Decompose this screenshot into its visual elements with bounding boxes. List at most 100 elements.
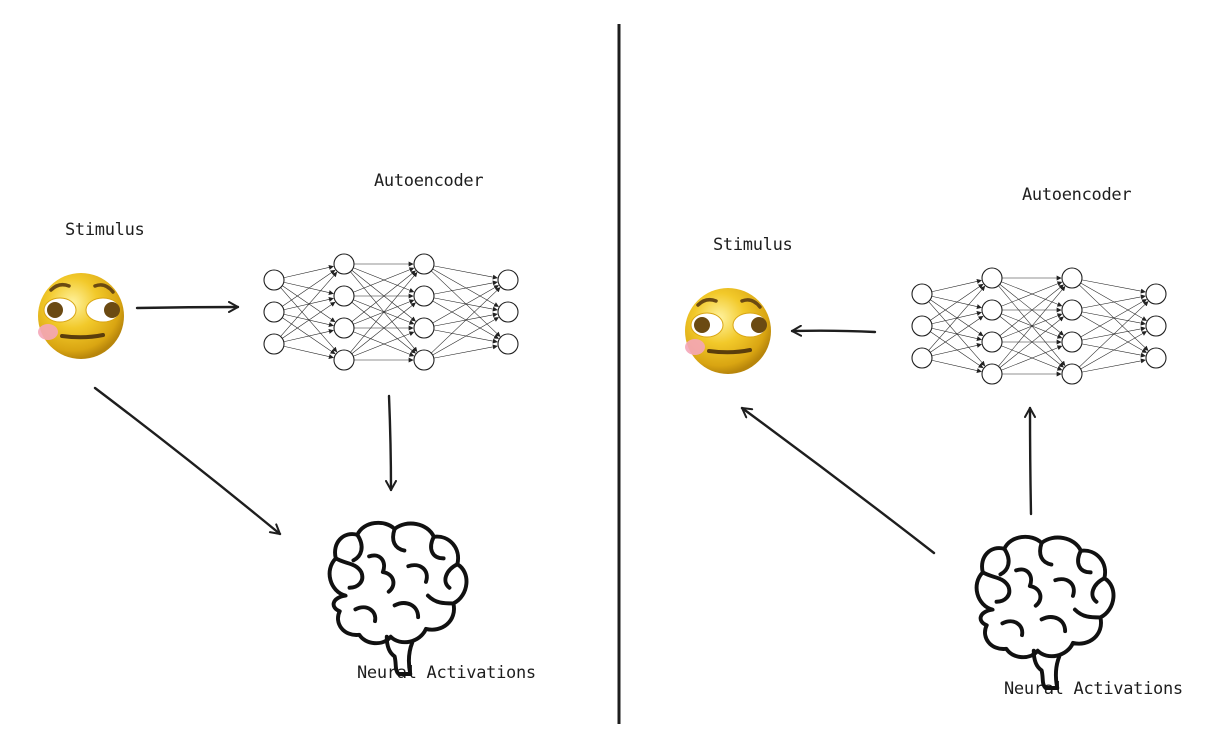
network-node [1145,347,1167,369]
network-connection [931,278,982,293]
network-connection [432,285,499,324]
panel-left: Stimulus Autoencoder Neural Activations [36,171,536,683]
network-connection [930,299,984,337]
network-connection [353,331,415,357]
network-connection [1001,345,1063,371]
network-connection [998,285,1066,367]
network-connection [283,345,334,360]
network-node [263,269,285,291]
network-node [981,331,1003,353]
network-connection [282,317,336,355]
network-connection [432,317,499,356]
network-node [1145,283,1167,305]
network-connection [930,315,984,353]
network-connection [1080,314,1147,353]
network-connection [433,265,498,280]
neural-network-graph [911,267,1167,385]
network-node [263,301,285,323]
network-node [413,253,435,275]
neural-network-icon [911,267,1167,385]
network-connection [283,313,334,328]
network-connection [931,327,982,342]
network-node [333,317,355,339]
brain-icon [327,520,469,676]
network-connection [1001,345,1063,371]
network-node [911,283,933,305]
network-node [333,253,355,275]
network-node [911,347,933,369]
network-connection [928,285,986,351]
network-connection [928,301,986,367]
network-connection [931,310,982,325]
arrow-stimulus-to-activations [93,386,282,536]
network-node [333,285,355,307]
network-connection [433,329,498,344]
network-connection [353,267,415,293]
network-connection [1001,281,1063,307]
arrow-activations-to-autoencoder [1024,406,1037,516]
arrow-autoencoder-to-stimulus [790,324,877,337]
network-connection [999,284,1064,336]
emoji-face-icon [683,286,773,376]
neural-activations-label: Neural Activations [1004,679,1183,699]
network-connection [1080,299,1147,338]
network-node [1061,267,1083,289]
network-node [497,333,519,355]
network-connection [1079,301,1149,368]
network-node [413,349,435,371]
network-node [911,315,933,337]
network-connection [282,301,336,339]
network-connection [1081,311,1146,326]
network-node [497,269,519,291]
network-connection [1001,313,1063,339]
network-node [1061,331,1083,353]
network-node [413,317,435,339]
network-connection [283,328,334,343]
arrow-autoencoder-to-activations [384,394,397,492]
neural-network-icon [263,253,519,371]
network-connection [1081,358,1146,373]
network-connection [930,331,984,369]
network-node [333,349,355,371]
network-connection [433,297,498,312]
network-connection [930,283,984,321]
network-node [981,363,1003,385]
network-connection [931,295,982,310]
brain-icon [974,534,1116,690]
network-connection [999,284,1064,336]
autoencoder-label: Autoencoder [374,171,483,191]
network-connection [431,287,501,354]
network-connection [1001,281,1063,307]
neural-activations-label: Neural Activations [357,663,536,683]
network-connection [351,302,416,354]
stimulus-label: Stimulus [713,235,792,255]
network-connection [1081,294,1146,309]
network-connection [353,331,415,357]
network-connection [999,316,1064,368]
network-connection [350,271,418,353]
network-node [1145,315,1167,337]
network-connection [282,269,336,307]
network-connection [280,271,338,337]
network-connection [283,281,334,296]
network-connection [931,359,982,374]
network-connection [432,300,499,339]
network-connection [931,342,982,357]
network-connection [282,285,336,323]
network-node [1061,299,1083,321]
network-connection [432,268,499,307]
network-connection [351,270,416,322]
network-node [497,301,519,323]
network-connection [433,344,498,359]
network-connection [351,270,416,322]
network-node [981,299,1003,321]
arrow-stimulus-to-autoencoder [135,301,240,314]
network-connection [353,267,415,293]
network-node [1061,363,1083,385]
network-connection [1081,279,1146,294]
stimulus-label: Stimulus [65,220,144,240]
network-connection [999,316,1064,368]
network-connection [1080,331,1147,370]
